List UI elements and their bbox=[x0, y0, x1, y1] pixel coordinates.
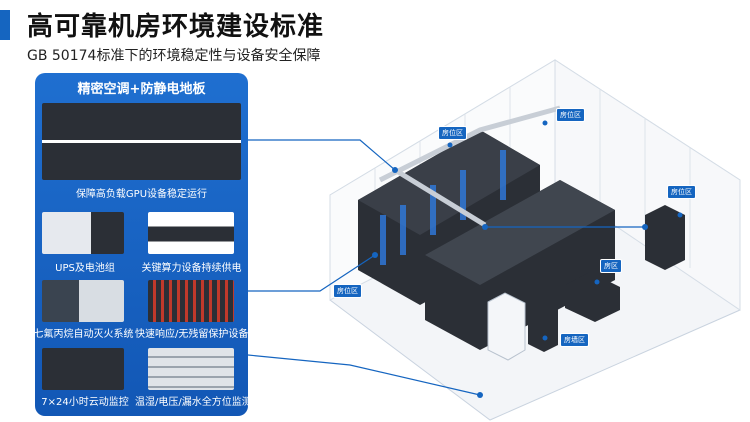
page-title: 高可靠机房环境建设标准 bbox=[27, 12, 325, 42]
power-device-image bbox=[148, 212, 234, 254]
monitoring-image bbox=[42, 348, 124, 390]
feature-panel: 精密空调+防静电地板 保障高负载GPU设备稳定运行 UPS及电池组 关键算力设备… bbox=[33, 73, 252, 416]
item-caption: 7×24小时云动监控 bbox=[41, 397, 129, 408]
item-caption: 七氟丙烷自动灭火系统 bbox=[33, 329, 134, 340]
item-caption: 关键算力设备持续供电 bbox=[141, 263, 242, 274]
room-label: 房墙区 bbox=[560, 333, 589, 347]
ups-image bbox=[42, 212, 124, 254]
item-caption: UPS及电池组 bbox=[55, 263, 115, 274]
panel-title: 精密空调+防静电地板 bbox=[77, 82, 206, 97]
sensor-device-image bbox=[148, 348, 234, 390]
room-label: 房位区 bbox=[556, 108, 585, 122]
server-image bbox=[42, 103, 241, 180]
fire-system-image bbox=[42, 280, 124, 322]
item-caption: 温湿/电压/漏水全方位监测 bbox=[135, 397, 252, 408]
page-subtitle: GB 50174标准下的环境稳定性与设备安全保障 bbox=[27, 48, 321, 64]
item-caption: 快速响应/无残留保护设备 bbox=[135, 329, 249, 340]
room-label: 房位区 bbox=[667, 185, 696, 199]
title-accent-bar bbox=[0, 10, 10, 40]
protection-device-image bbox=[148, 280, 234, 322]
main-caption: 保障高负载GPU设备稳定运行 bbox=[75, 189, 208, 200]
room-label: 房区 bbox=[600, 259, 622, 273]
room-label: 房位区 bbox=[438, 126, 467, 140]
room-label: 房位区 bbox=[333, 284, 362, 298]
